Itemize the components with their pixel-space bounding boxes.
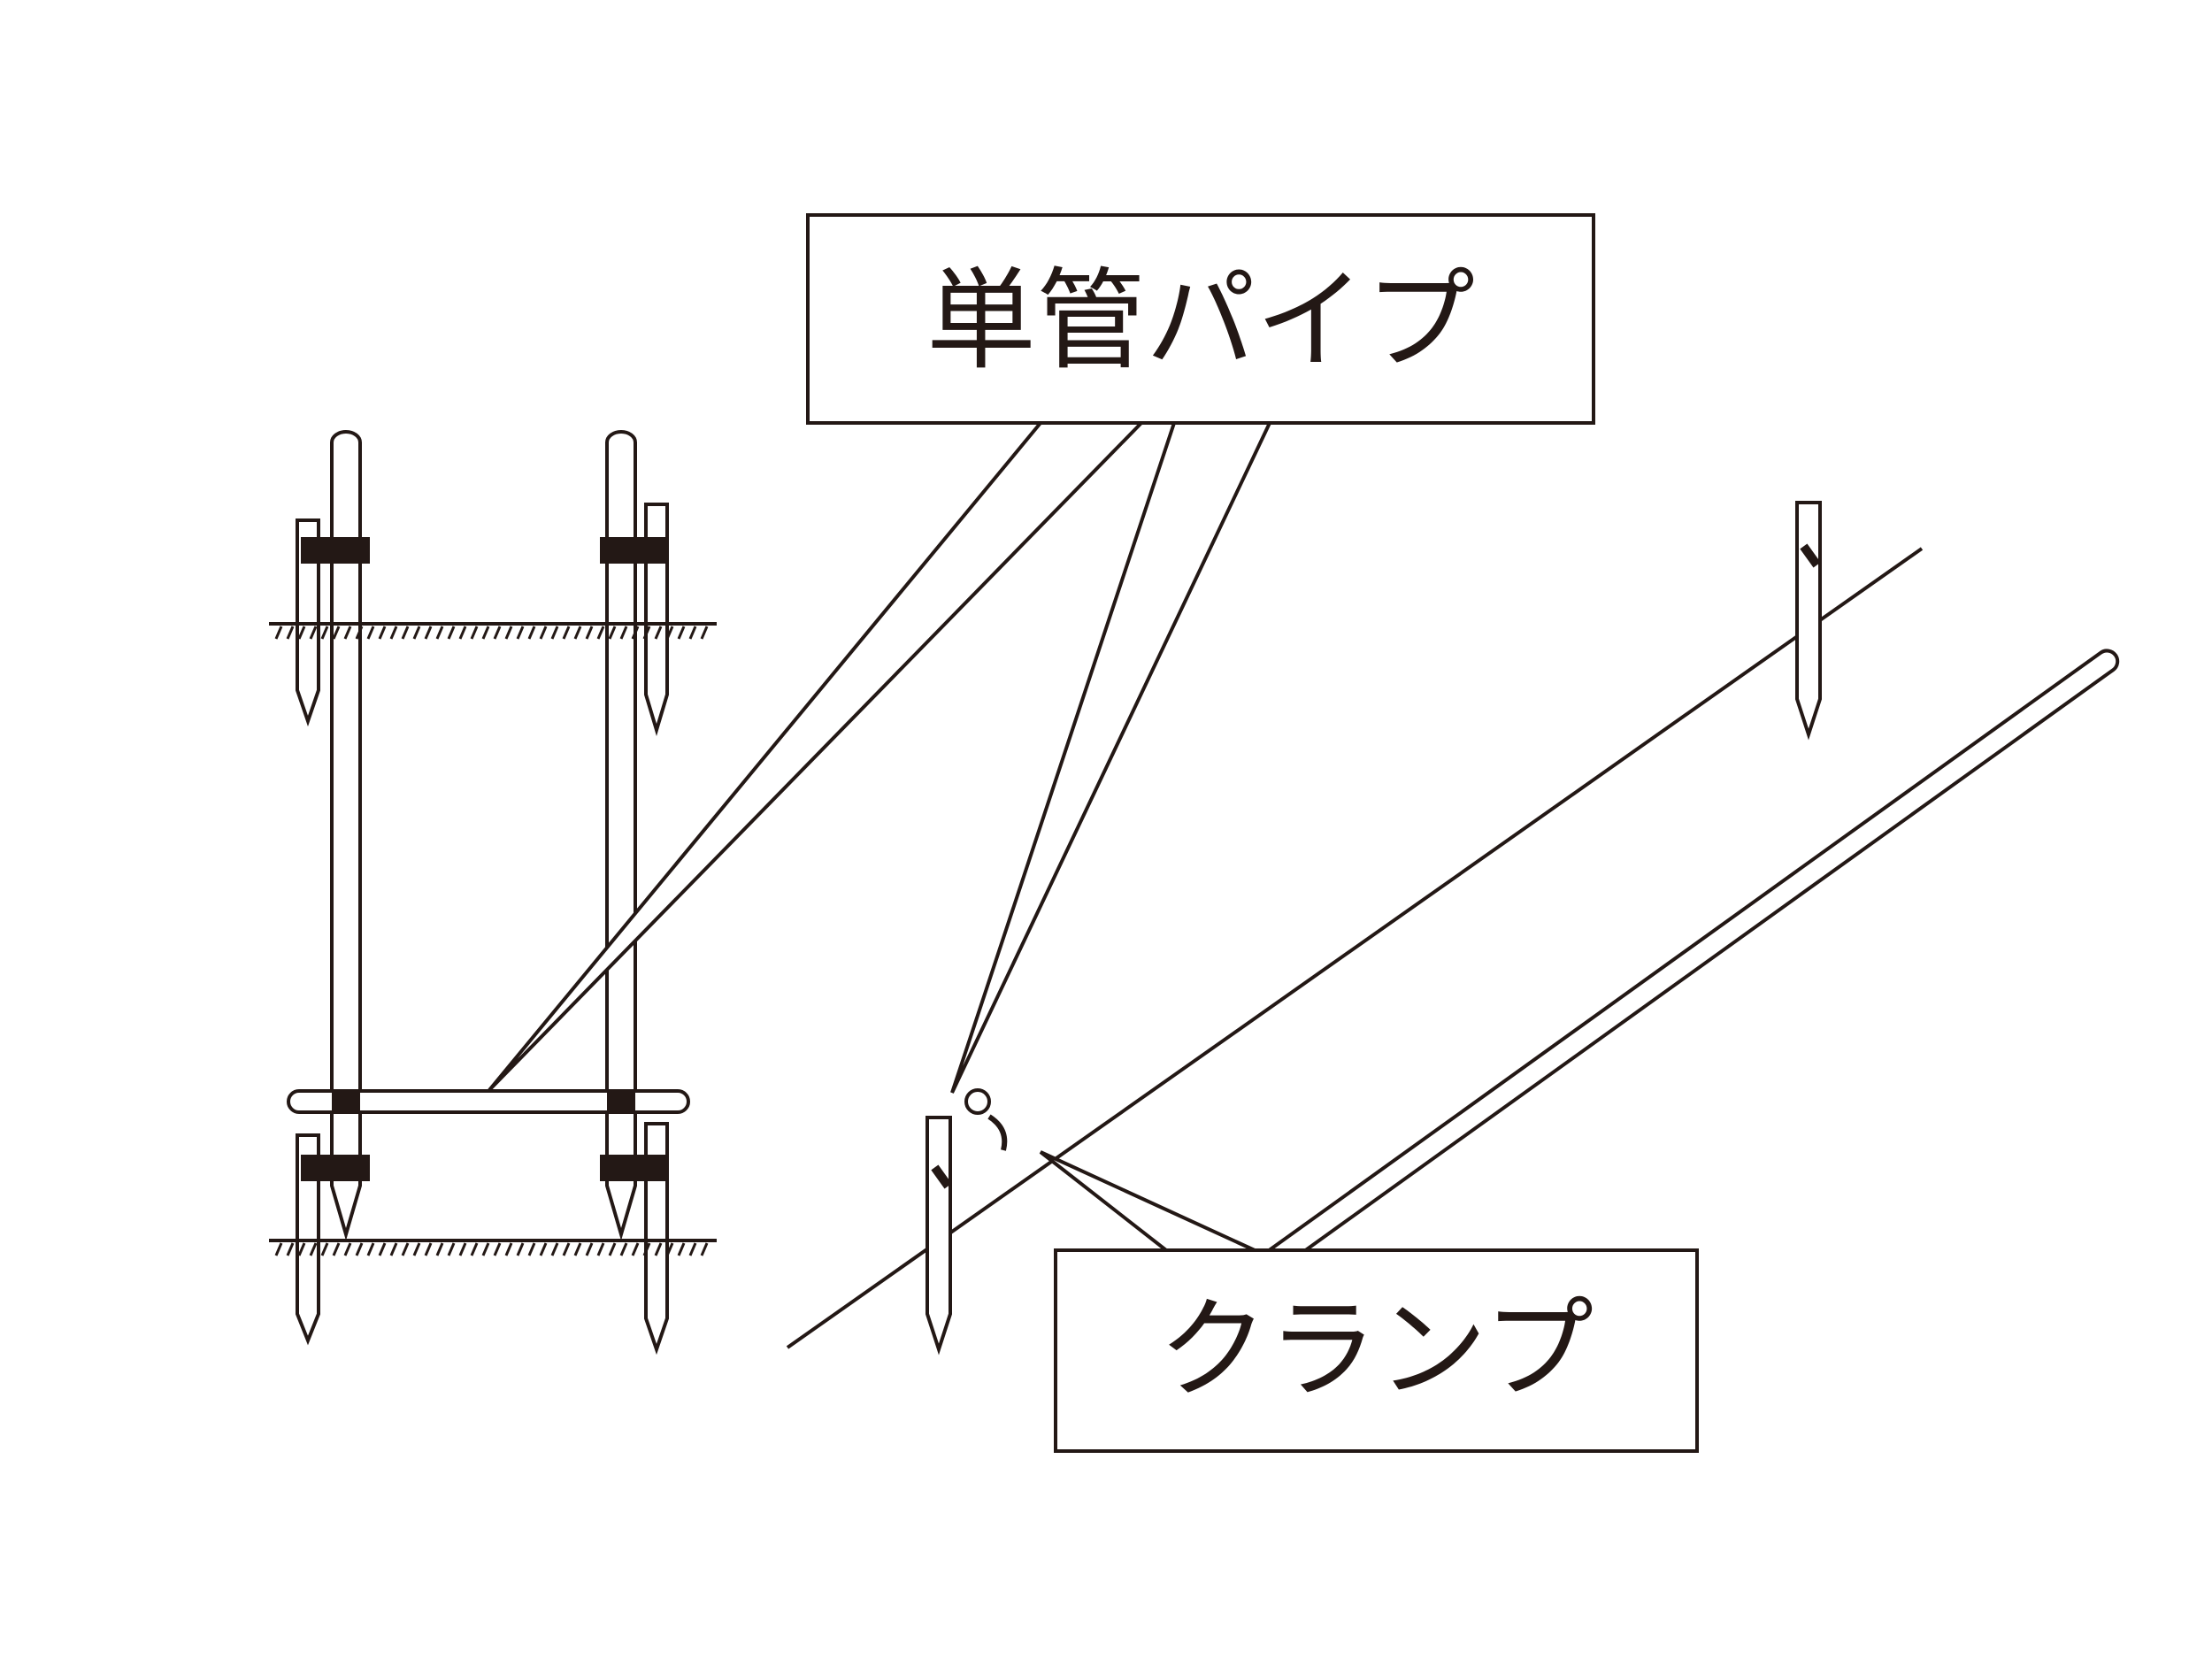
clamp-band-lower-left — [301, 1155, 370, 1181]
callout-pipe-pointer-right — [950, 422, 1271, 1094]
clamp-joint-right — [607, 1091, 635, 1112]
clamp-joint-left — [332, 1091, 360, 1112]
clamp-swivel-band — [987, 1114, 1008, 1151]
left-frame — [269, 430, 717, 1356]
callout-clamp-box — [1054, 1248, 1699, 1453]
clamp-band-upper-left — [301, 537, 370, 564]
pipe-diagonal — [1216, 649, 2120, 1305]
stake-upper-left — [296, 518, 320, 727]
callout-clamp: クランプ — [1039, 1150, 1699, 1453]
clamp-band-lower-right — [600, 1155, 669, 1181]
callout-clamp-label: クランプ — [1158, 1286, 1594, 1414]
stake-lower-left — [296, 1133, 320, 1346]
ground-lower — [269, 1239, 717, 1256]
clamp-band-upper-right — [600, 537, 669, 564]
thin-diagonal-line — [786, 547, 1924, 1349]
clamp-diagonal-lower — [931, 1164, 952, 1189]
stake-right-lower — [926, 1116, 952, 1356]
clamp-diagonal-upper — [1800, 543, 1821, 568]
callout-pipe-label: 単管パイプ — [926, 257, 1475, 385]
pipe-horizontal — [287, 1089, 690, 1114]
callout-pipe-box — [806, 213, 1595, 425]
ground-upper — [269, 622, 717, 640]
callout-pipe-pointer-left — [488, 421, 1143, 1092]
callout-pipe: 単管パイプ — [488, 213, 1595, 1094]
stake-right-upper — [1795, 501, 1822, 741]
callout-clamp-pointer — [1039, 1150, 1256, 1252]
right-assembly — [786, 501, 2120, 1356]
pipe-vertical-right — [605, 430, 637, 1241]
pipe-vertical-left — [330, 430, 362, 1241]
clamp-swivel-ring — [964, 1088, 991, 1115]
